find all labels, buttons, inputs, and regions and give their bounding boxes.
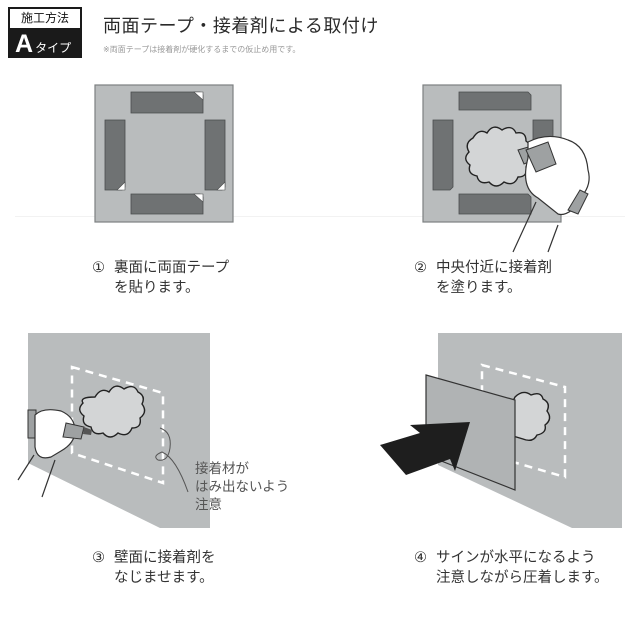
step3-caption: ③ 壁面に接着剤を なじませます。 — [92, 548, 216, 588]
step3-line2: なじませます。 — [114, 570, 214, 586]
step4-number: ④ — [414, 550, 427, 566]
callout-line3: 注意 — [195, 497, 222, 513]
step3-line1: 壁面に接着剤を — [114, 550, 216, 566]
step1-line2: を貼ります。 — [114, 280, 200, 296]
divider — [15, 216, 625, 217]
step4-line2: 注意しながら圧着します。 — [436, 570, 609, 586]
step3-number: ③ — [92, 550, 105, 566]
push-arrow-icon — [380, 422, 470, 475]
hand-with-glue-icon — [512, 135, 590, 253]
header-note: ※両面テープは接着剤が硬化するまでの仮止め用です。 — [103, 45, 301, 54]
badge-type: A タイプ — [10, 30, 80, 58]
adhesive-warning-callout: 接着材が はみ出ないよう 注意 — [195, 460, 289, 514]
badge-type-letter: A — [15, 30, 34, 58]
step2-illustration — [422, 84, 590, 253]
hand-with-glue-icon — [17, 409, 92, 498]
step3-illustration — [17, 333, 210, 528]
badge-type-suffix: タイプ — [35, 41, 72, 55]
method-badge: 施工方法 A タイプ — [8, 7, 82, 58]
step4-caption: ④ サインが水平になるよう 注意しながら圧着します。 — [414, 548, 609, 588]
page-title: 両面テープ・接着剤による取付け — [103, 16, 379, 37]
step2-caption: ② 中央付近に接着剤 を塗ります。 — [414, 258, 552, 298]
step1-number: ① — [92, 260, 105, 276]
step4-illustration — [380, 333, 622, 528]
step1-illustration — [94, 84, 234, 223]
callout-line2: はみ出ないよう — [195, 479, 290, 495]
step2-line1: 中央付近に接着剤 — [436, 260, 552, 276]
adhesive-blob-icon — [79, 385, 146, 438]
step1-line1: 裏面に両面テープ — [114, 260, 230, 276]
callout-line1: 接着材が — [195, 461, 249, 477]
step2-line2: を塗ります。 — [436, 280, 522, 296]
step4-line1: サインが水平になるよう — [436, 550, 596, 566]
step2-number: ② — [414, 260, 427, 276]
badge-method-label: 施工方法 — [10, 9, 80, 30]
step1-caption: ① 裏面に両面テープ を貼ります。 — [92, 258, 229, 298]
adhesive-blob-icon — [512, 391, 551, 442]
